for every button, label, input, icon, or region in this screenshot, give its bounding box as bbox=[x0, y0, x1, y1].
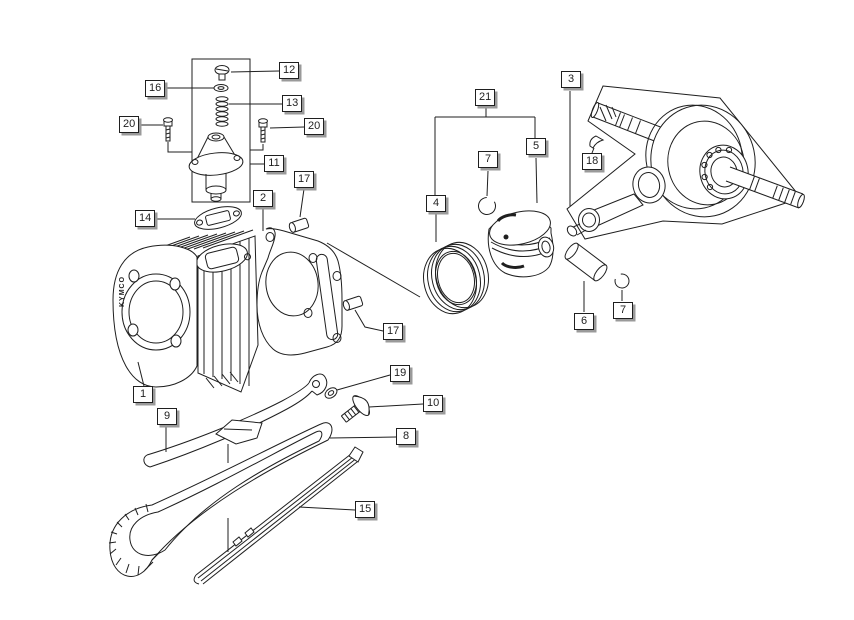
chain-guide-drawing bbox=[143, 373, 328, 552]
guide-washer-drawing bbox=[324, 387, 338, 399]
callout-19: 19 bbox=[390, 365, 411, 382]
tensioner-bolt-left bbox=[163, 117, 173, 142]
dowel-pin-bottom-drawing bbox=[342, 295, 364, 311]
guide-bolt-drawing bbox=[340, 395, 371, 423]
callout-11: 11 bbox=[264, 155, 284, 172]
tensioner-bolt-right bbox=[258, 118, 268, 143]
cylinder-brand-text: KYMCO bbox=[119, 276, 126, 307]
cylinder-gasket-drawing bbox=[256, 227, 343, 356]
piston-rings-drawing bbox=[423, 241, 489, 315]
callout-7: 7 bbox=[478, 151, 498, 168]
circlip-right-drawing bbox=[614, 273, 630, 289]
callout-16: 16 bbox=[145, 80, 166, 97]
leader-lines bbox=[137, 70, 623, 511]
callout-10: 10 bbox=[423, 395, 444, 412]
callout-17: 17 bbox=[294, 171, 315, 188]
callout-7: 7 bbox=[613, 302, 633, 319]
callout-5: 5 bbox=[526, 138, 546, 155]
callout-13: 13 bbox=[282, 95, 303, 112]
callout-4: 4 bbox=[426, 195, 446, 212]
callout-21: 21 bbox=[475, 89, 496, 106]
callout-3: 3 bbox=[561, 71, 581, 88]
tensioner-blade-drawing bbox=[193, 446, 364, 585]
piston-drawing bbox=[487, 210, 555, 278]
callout-2: 2 bbox=[253, 190, 273, 207]
crankshaft-drawing bbox=[566, 85, 805, 240]
dowel-pin-top-drawing bbox=[288, 217, 310, 233]
woodruff-key-drawing bbox=[589, 135, 605, 149]
tensioner-gasket-drawing bbox=[194, 206, 242, 230]
callout-6: 6 bbox=[574, 313, 594, 330]
callout-20: 20 bbox=[304, 118, 325, 135]
callout-8: 8 bbox=[396, 428, 416, 445]
callout-12: 12 bbox=[279, 62, 300, 79]
callout-9: 9 bbox=[157, 408, 177, 425]
callout-17: 17 bbox=[383, 323, 404, 340]
cylinder-drawing: KYMCO bbox=[112, 229, 259, 393]
callout-1: 1 bbox=[133, 386, 153, 403]
callout-14: 14 bbox=[135, 210, 156, 227]
callout-15: 15 bbox=[355, 501, 376, 518]
piston-pin-drawing bbox=[564, 242, 608, 282]
cam-chain-drawing bbox=[108, 422, 333, 577]
crankshaft-enclosure-outline bbox=[566, 85, 802, 240]
tensioner-enclosure-box bbox=[191, 58, 251, 203]
callout-20: 20 bbox=[119, 116, 140, 133]
cam-chain-tensioner-drawing bbox=[163, 58, 268, 203]
callout-18: 18 bbox=[582, 153, 603, 170]
circlip-left-drawing bbox=[478, 196, 496, 215]
